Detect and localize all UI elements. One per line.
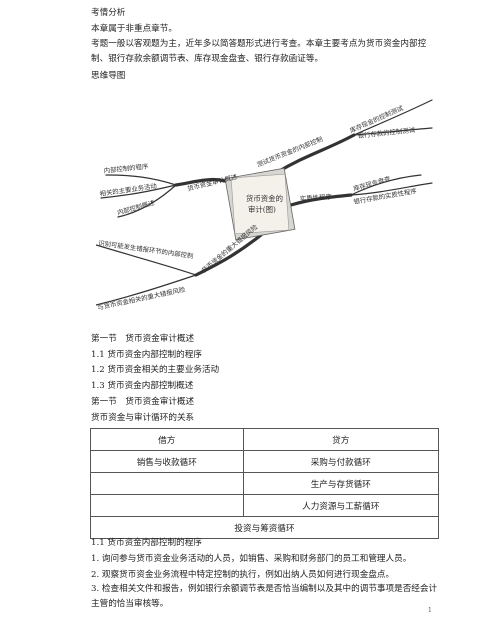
twig-test-2	[353, 127, 433, 136]
center-label-2: 审计(图)	[248, 205, 276, 214]
section-title-2: 第一节 货币资金审计概述	[91, 397, 195, 407]
table-row: 人力资源与工薪循环	[90, 494, 440, 517]
cell-sales-cycle: 销售与收款循环	[90, 450, 244, 473]
center-label-1: 货币资金的	[246, 194, 283, 203]
procedure-1: 1. 询问参与货币资金业务活动的人员，如销售、采购和财务部门的员工和管理人员。	[91, 554, 412, 564]
cell-purchase-cycle: 采购与付款循环	[242, 450, 440, 473]
procedure-3: 3. 检查相关文件和报告，例如银行余额调节表是否恰当编制以及其中的调节事项是否经…	[91, 584, 438, 609]
header-debit: 借方	[90, 428, 244, 451]
label-overview-2: 相关的主要业务活动	[99, 181, 158, 198]
cell-investment-cycle: 投资与筹资循环	[90, 516, 439, 539]
branch-test	[274, 133, 356, 175]
twig-risk-2	[96, 274, 197, 306]
twig-overview-2	[100, 184, 177, 199]
section-title-1: 第一节 货币资金审计概述	[91, 334, 195, 344]
label-overview-1: 内部控制的程序	[103, 161, 149, 175]
label-risk: 货币资金的重大错报风险	[200, 222, 260, 274]
table-row: 生产与存货循环	[90, 472, 440, 495]
branch-risk	[194, 233, 263, 277]
cell-empty	[90, 494, 244, 517]
intro-line: 本章属于非重点章节。	[91, 24, 177, 34]
section-item-1: 1.1 货币资金内部控制的程序	[91, 350, 202, 360]
analysis-heading: 考情分析	[91, 8, 126, 18]
label-overview-3: 内部控制概述	[116, 198, 156, 217]
mindmap-heading: 思维导图	[91, 71, 126, 81]
twig-overview-1	[105, 174, 177, 186]
cycle-relationship-table: 借方 贷方 销售与收款循环 采购与付款循环 生产与存货循环 人力资源与工薪循环 …	[90, 428, 440, 539]
intro-paragraph: 考题一般以客观题为主，近年多以简答题形式进行考查。本章主要考点为货币资金内部控制…	[91, 39, 427, 64]
twig-overview-3	[117, 184, 177, 218]
header-credit: 贷方	[242, 428, 440, 451]
label-substantive: 实质性程序	[300, 192, 333, 203]
label-sub-1: 库存现金盘查	[352, 174, 392, 193]
mind-map: 货币资金的 审计(图) 货币资金审计概述 测试货币资金的内部控制 实质性程序 货…	[96, 99, 433, 312]
page-number: 1	[428, 607, 432, 614]
cell-production-cycle: 生产与存货循环	[242, 472, 440, 495]
cell-payroll-cycle: 人力资源与工薪循环	[242, 494, 440, 517]
subsection-title: 1.1 货币资金内部控制的程序	[91, 538, 202, 548]
twig-test-1	[353, 99, 433, 136]
label-risk-2: 与货币资金相关的重大错报风险	[97, 284, 187, 312]
cell-empty	[90, 472, 244, 495]
table-row: 借方 贷方	[90, 428, 440, 451]
table-caption: 货币资金与审计循环的关系	[91, 413, 195, 423]
twig-sub-2	[350, 182, 433, 196]
center-node: 货币资金的 审计(图)	[224, 167, 296, 241]
branch-substantive	[289, 193, 353, 207]
table-row: 销售与收款循环 采购与付款循环	[90, 450, 440, 473]
procedure-2: 2. 观察货币资金业务流程中特定控制的执行，例如出纳人员如何进行现金盘点。	[91, 570, 395, 580]
twig-sub-1	[350, 174, 422, 196]
table-row: 投资与筹资循环	[90, 516, 439, 539]
section-item-2: 1.2 货币资金相关的主要业务活动	[91, 365, 220, 375]
section-item-3: 1.3 货币资金内部控制概述	[91, 381, 194, 391]
twig-risk-1	[96, 244, 197, 276]
